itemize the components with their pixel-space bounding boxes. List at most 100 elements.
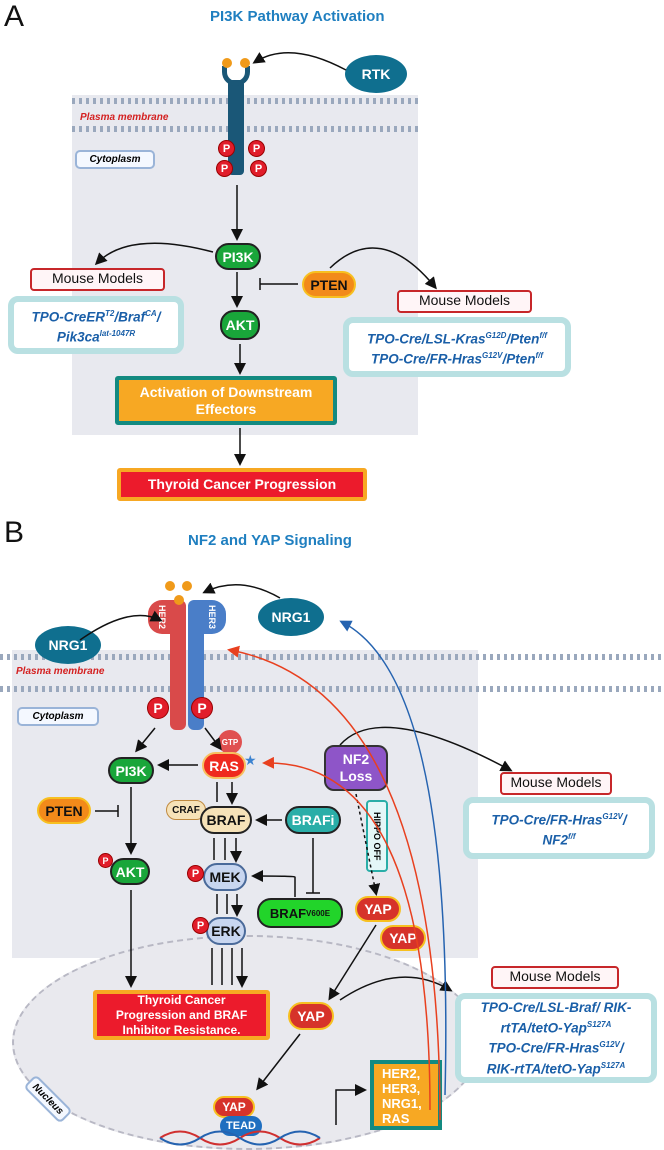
yap-node: YAP [380, 925, 426, 951]
model-sup: G12D [485, 330, 507, 340]
ligand [182, 581, 192, 591]
model-text: NF2 [542, 832, 568, 848]
model-text: /Braf [114, 309, 146, 324]
arrow [328, 924, 377, 1001]
arrow [216, 894, 237, 914]
phospho-p: P [248, 140, 265, 157]
arrow [204, 727, 222, 751]
model-text: / [622, 812, 627, 827]
v600e-sup: V600E [306, 908, 331, 918]
panel-a-title: PI3K Pathway Activation [210, 8, 385, 25]
model-sup: G12V [599, 1040, 620, 1050]
target-ras: RAS [382, 1111, 410, 1126]
feedback-arrow [227, 645, 441, 1121]
panel-b-label: B [4, 516, 25, 549]
inhibit-line [95, 805, 119, 817]
activation-box: Activation of Downstream Effectors [115, 376, 337, 425]
model-text: TPO-Cre/LSL-Braf/ RIK- [480, 999, 632, 1015]
phospho-p: P [250, 160, 267, 177]
model-text: Pik3ca [56, 329, 100, 345]
phospho-p: P [191, 697, 213, 719]
model-text: / [156, 309, 161, 324]
gtp-node: GTP [218, 730, 242, 754]
membrane-top [0, 654, 664, 660]
ligand [240, 58, 250, 68]
model-text: TPO-Cre/FR-Hras [491, 812, 603, 827]
arrow [213, 838, 236, 860]
model-sup: f/f [539, 330, 547, 340]
arrow [216, 782, 232, 802]
inhibit-line [306, 838, 320, 894]
target-nrg1: NRG1, [382, 1096, 422, 1111]
model-sup: S127A [600, 1060, 626, 1070]
mouse-models-label: Mouse Models [491, 966, 619, 989]
model-text: TPO-CreER [31, 309, 106, 324]
ras-node: RAS [202, 752, 246, 779]
target-her2: HER2, [382, 1066, 421, 1081]
model-text: rtTA/tetO-Yap [500, 1020, 587, 1036]
arrow [94, 242, 214, 266]
mouse-models-box: TPO-Cre/LSL-Braf/ RIK- rtTA/tetO-YapS127… [455, 993, 657, 1083]
model-text: RIK-rtTA/tetO-Yap [486, 1061, 601, 1077]
phospho-p: P [147, 697, 169, 719]
arrow [135, 727, 156, 753]
arrow [335, 1084, 367, 1125]
craf-node: CRAF [166, 800, 206, 820]
tead-node: TEAD [220, 1116, 262, 1136]
nrg1-node: NRG1 [35, 626, 101, 664]
arrow [202, 582, 281, 599]
mouse-models-label: Mouse Models [30, 268, 165, 291]
target-her3: HER3, [382, 1081, 421, 1096]
her3-label: HER3 [198, 600, 226, 634]
cytoplasm-label: Cytoplasm [75, 150, 155, 169]
model-text: TPO-Cre/FR-Hras [370, 351, 482, 367]
ligand [174, 595, 184, 605]
model-text: TPO-Cre/FR-Hras [488, 1040, 600, 1056]
membrane-top [72, 98, 418, 104]
arrow [251, 870, 296, 897]
receptor-head [222, 66, 250, 86]
phospho-p: P [98, 853, 113, 868]
arrow [339, 976, 453, 1001]
panel-b-title: NF2 and YAP Signaling [188, 532, 352, 549]
phospho-p: P [218, 140, 235, 157]
mouse-models-label: Mouse Models [500, 772, 612, 795]
model-text: / [619, 1040, 624, 1056]
dashed-arrow [355, 793, 381, 896]
model-text: TPO-Cre/LSL-Kras [366, 331, 486, 346]
plasma-membrane-label: Plasma membrane [16, 666, 105, 677]
model-sup: f/f [567, 832, 576, 841]
arrow [79, 610, 163, 641]
rtk-node: RTK [345, 55, 407, 93]
ligand [165, 581, 175, 591]
loss-text: Loss [339, 768, 373, 784]
phospho-p: P [216, 160, 233, 177]
inhibit-line [259, 278, 298, 290]
braf-text: BRAF [269, 905, 307, 921]
phospho-p: P [187, 865, 204, 882]
arrow [329, 247, 437, 290]
membrane-bottom [72, 126, 418, 132]
model-sup: CA [145, 308, 157, 318]
arrow [339, 726, 513, 772]
phospho-p: P [192, 917, 209, 934]
model-sup: S127A [586, 1019, 612, 1029]
pten-node: PTEN [302, 271, 356, 298]
plasma-membrane-label: Plasma membrane [80, 112, 169, 123]
model-sup: f/f [535, 351, 544, 360]
yap-node: YAP [355, 896, 401, 922]
akt-node: AKT [110, 858, 150, 885]
feedback-arrow [339, 620, 447, 1096]
mouse-models-box: TPO-Cre/LSL-KrasG12D/Ptenf/f TPO-Cre/FR-… [343, 317, 571, 377]
pten-node: PTEN [37, 797, 91, 824]
yap-node: YAP [288, 1002, 334, 1030]
model-text: /Pten [502, 351, 536, 367]
arrow [252, 51, 347, 71]
feedback-arrow [262, 756, 431, 1111]
panel-a-label: A [4, 0, 25, 33]
dna-helix [159, 1130, 321, 1146]
mek-node: MEK [203, 863, 247, 891]
akt-node: AKT [220, 310, 260, 340]
